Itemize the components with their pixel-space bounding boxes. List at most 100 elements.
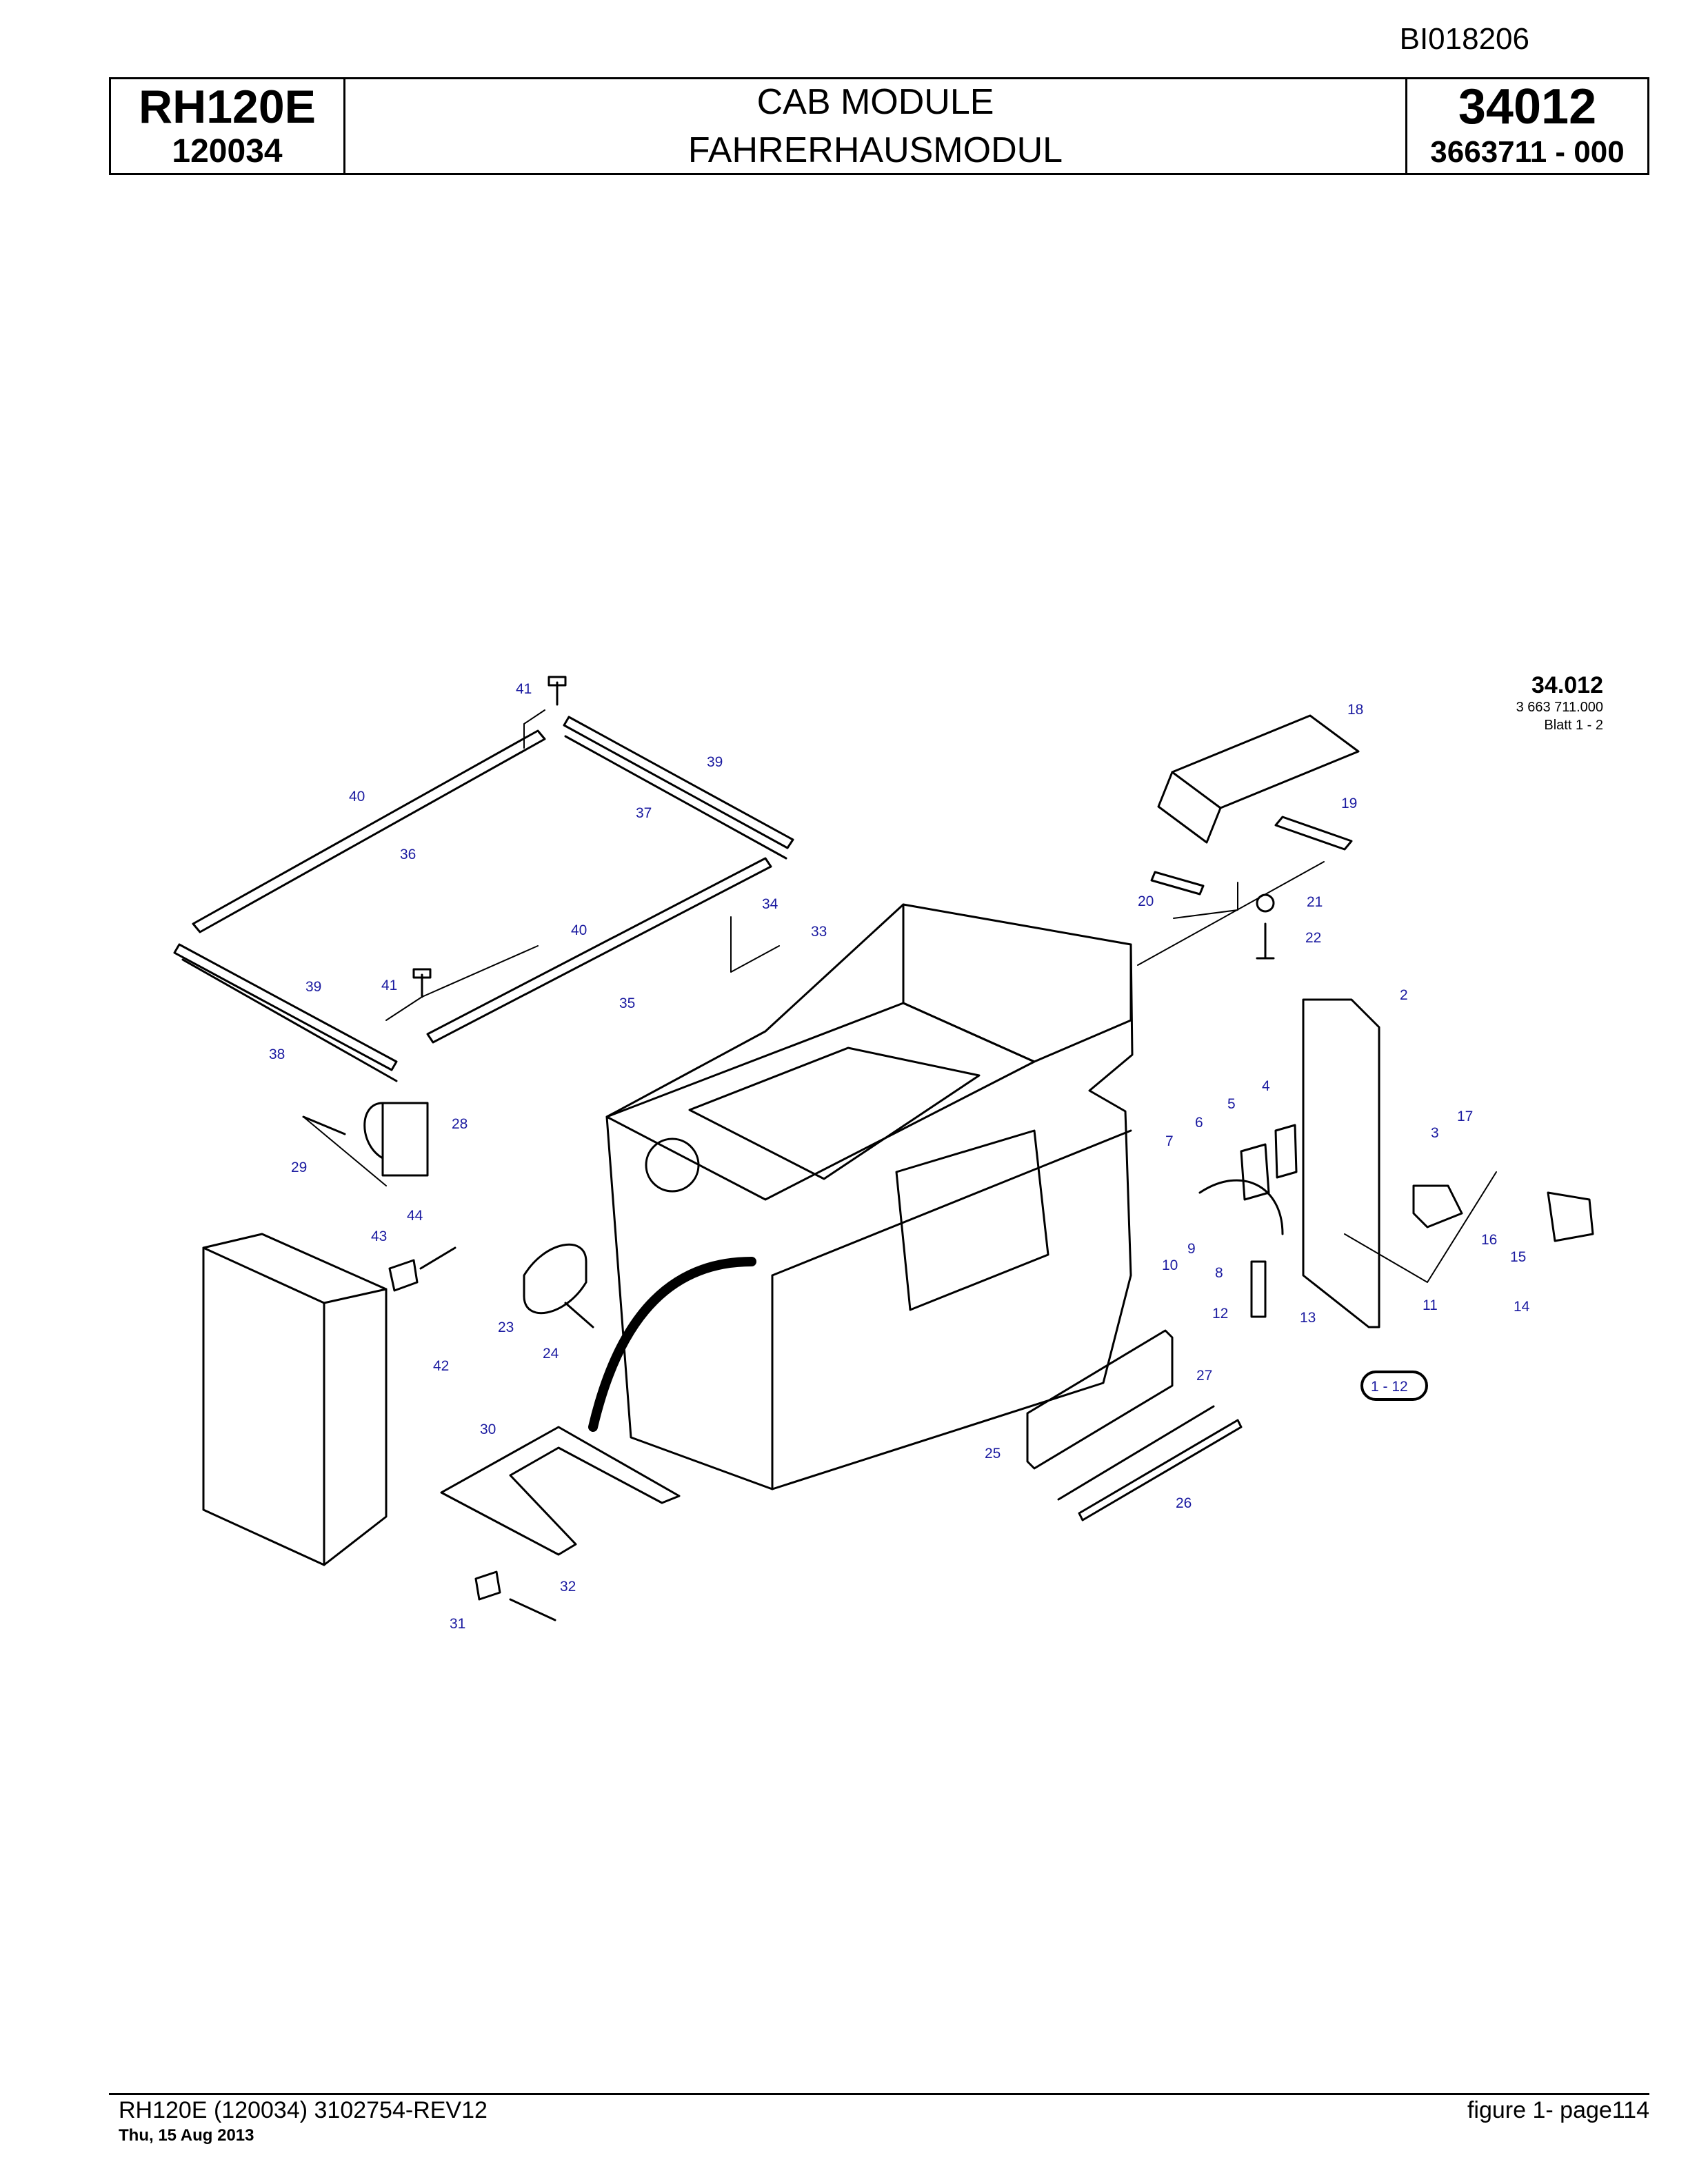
strip-27 xyxy=(1057,1405,1215,1501)
callout: 20 xyxy=(1138,893,1154,909)
plate-20 xyxy=(1150,871,1205,896)
callout: 40 xyxy=(571,922,587,938)
ref-number: 34.012 xyxy=(1531,672,1603,698)
header-table: RH120E 120034 CAB MODULE FAHRERHAUSMODUL… xyxy=(109,77,1649,175)
window-25 xyxy=(1026,1329,1174,1470)
ref-sub: 3 663 711.000 xyxy=(1516,700,1603,715)
cab-housing-cutout xyxy=(895,1129,1049,1311)
ref-sheet: Blatt 1 - 2 xyxy=(1544,718,1603,733)
rail-40-upper xyxy=(192,729,546,933)
callout: 37 xyxy=(636,805,652,821)
electrical-box-top xyxy=(202,1233,388,1291)
title-cell: CAB MODULE FAHRERHAUSMODUL xyxy=(345,79,1407,173)
callout: 7 xyxy=(1165,1133,1174,1149)
callout: 3 xyxy=(1431,1125,1439,1141)
bolt-32 xyxy=(509,1598,556,1621)
callout: 33 xyxy=(811,924,827,940)
callout: 18 xyxy=(1347,702,1363,718)
callout: 27 xyxy=(1196,1368,1212,1384)
callout: 10 xyxy=(1162,1257,1178,1273)
callout: 28 xyxy=(452,1116,468,1132)
rail-38 xyxy=(181,958,398,1082)
reference-block: 34.012 3 663 711.000 Blatt 1 - 2 xyxy=(1516,672,1603,733)
bolt-41-mid xyxy=(412,968,432,998)
callout: 29 xyxy=(291,1160,307,1175)
door-panel xyxy=(1302,998,1380,1328)
callout: 24 xyxy=(543,1346,559,1362)
plate-5 xyxy=(1240,1143,1270,1201)
callout: 17 xyxy=(1457,1109,1473,1124)
bracket-14 xyxy=(1412,1184,1463,1228)
footer-rule xyxy=(109,2093,1649,2095)
spacer-43 xyxy=(388,1259,419,1292)
model-name: RH120E xyxy=(138,81,316,133)
bolt-29 xyxy=(302,1115,346,1135)
callout: 30 xyxy=(480,1422,496,1437)
bracket-28-hook xyxy=(363,1102,384,1160)
callout: 6 xyxy=(1195,1115,1203,1131)
model-cell: RH120E 120034 xyxy=(111,79,345,173)
rail-39-upper xyxy=(563,716,794,849)
rail-39-lower xyxy=(173,943,398,1071)
callout: 26 xyxy=(1176,1495,1192,1511)
cover-23 xyxy=(523,1243,587,1315)
callout: 13 xyxy=(1300,1310,1316,1326)
cab-housing-opening xyxy=(688,1046,981,1180)
cab-housing xyxy=(605,903,1134,1490)
bolt-24 xyxy=(564,1302,594,1328)
cable-loop xyxy=(588,1257,756,1432)
footer-date: Thu, 15 Aug 2013 xyxy=(119,2126,254,2145)
tread-plate xyxy=(1171,714,1360,809)
cab-housing-hole xyxy=(645,1138,700,1193)
callout: 41 xyxy=(381,978,397,993)
bracket-28 xyxy=(381,1102,429,1177)
callout: 35 xyxy=(619,995,635,1011)
plate-19 xyxy=(1274,816,1353,851)
callout: 40 xyxy=(349,789,365,805)
strip-26 xyxy=(1078,1419,1243,1521)
footer-document: RH120E (120034) 3102754-REV12 xyxy=(119,2097,488,2123)
callout: 15 xyxy=(1510,1249,1526,1265)
callout: 34 xyxy=(762,896,778,912)
rail-40-lower xyxy=(426,857,772,1044)
assembly-label: 1 - 12 xyxy=(1360,1371,1428,1401)
cab-housing-side xyxy=(771,1129,1132,1490)
callout: 39 xyxy=(707,754,723,770)
bolt-22 xyxy=(1256,922,1275,960)
callout: 39 xyxy=(305,979,321,995)
spacer-31 xyxy=(474,1570,501,1601)
rail-37 xyxy=(564,735,787,860)
callout: 22 xyxy=(1305,930,1321,946)
leader-lines xyxy=(303,709,1497,1283)
bolt-44 xyxy=(419,1246,456,1270)
callout: 16 xyxy=(1481,1232,1497,1248)
electrical-box-side xyxy=(323,1288,388,1566)
footer-page: figure 1- page114 xyxy=(1467,2097,1649,2123)
callout: 32 xyxy=(560,1579,576,1595)
handle-8 xyxy=(1198,1179,1284,1235)
serial-number: 120034 xyxy=(172,133,283,170)
electrical-box xyxy=(202,1246,325,1566)
callout: 25 xyxy=(985,1446,1001,1462)
callout: 36 xyxy=(400,847,416,862)
group-number: 34012 xyxy=(1458,79,1597,134)
callout: 19 xyxy=(1341,796,1357,811)
callout: 12 xyxy=(1212,1306,1228,1322)
callout: 11 xyxy=(1423,1297,1438,1313)
part-number: 3663711 - 000 xyxy=(1430,135,1625,169)
base-plate xyxy=(440,1426,681,1556)
document-id: BI018206 xyxy=(1399,22,1529,56)
callout: 5 xyxy=(1227,1096,1236,1112)
assembly-label-text: 1 - 12 xyxy=(1371,1379,1408,1395)
rod-12 xyxy=(1250,1260,1267,1318)
callout: 4 xyxy=(1262,1078,1270,1094)
callout: 21 xyxy=(1307,894,1323,910)
callout: 38 xyxy=(269,1046,285,1062)
callout: 9 xyxy=(1187,1241,1196,1257)
callout: 42 xyxy=(433,1358,449,1374)
callout: 2 xyxy=(1400,987,1408,1003)
callout: 14 xyxy=(1514,1299,1530,1315)
cab-upper-block xyxy=(902,903,1132,1063)
callout: 31 xyxy=(450,1616,465,1632)
